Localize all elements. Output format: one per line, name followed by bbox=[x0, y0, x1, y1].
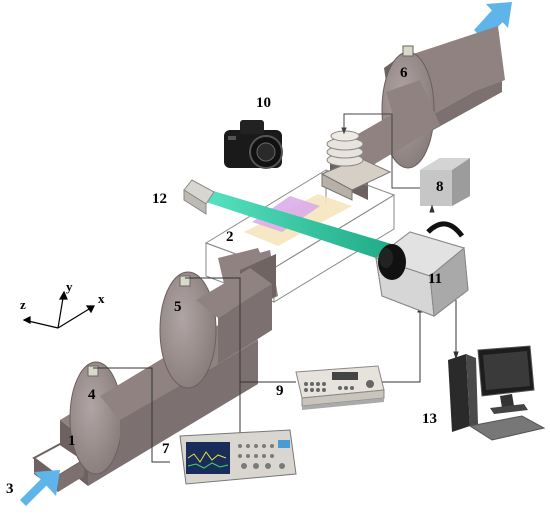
flow-inlet-arrow-icon bbox=[20, 470, 60, 506]
sensor-4-icon bbox=[87, 365, 99, 377]
label-9: 9 bbox=[276, 383, 284, 399]
coordinate-axes bbox=[22, 290, 95, 329]
label-12: 12 bbox=[152, 191, 167, 207]
control-unit-box bbox=[420, 158, 470, 206]
axis-label-z: z bbox=[20, 297, 26, 312]
label-1: 1 bbox=[68, 433, 76, 449]
label-5: 5 bbox=[174, 299, 182, 315]
label-10: 10 bbox=[256, 95, 271, 111]
signal-generator-icon bbox=[295, 365, 385, 410]
axis-label-x: x bbox=[98, 291, 105, 306]
flange-4 bbox=[69, 361, 123, 475]
desktop-computer-icon bbox=[448, 345, 546, 441]
control-wiring bbox=[341, 113, 420, 189]
duct-inner-side bbox=[218, 284, 272, 364]
high-speed-camera-icon bbox=[374, 221, 469, 317]
label-3: 3 bbox=[6, 481, 14, 497]
duct-mid-side bbox=[120, 380, 190, 460]
heat-sink-icon bbox=[320, 130, 392, 201]
label-7: 7 bbox=[162, 441, 170, 457]
label-4: 4 bbox=[88, 387, 96, 403]
label-11: 11 bbox=[428, 271, 443, 287]
duct-mid-top bbox=[100, 356, 190, 420]
label-6: 6 bbox=[400, 65, 408, 81]
sensor-6-icon bbox=[402, 45, 414, 57]
oscilloscope-icon bbox=[179, 429, 297, 485]
label-8: 8 bbox=[436, 179, 444, 195]
axis-label-y: y bbox=[66, 279, 73, 294]
laser-icon bbox=[183, 179, 215, 215]
label-13: 13 bbox=[422, 411, 437, 427]
label-2: 2 bbox=[226, 229, 234, 245]
duct-inner-top bbox=[196, 268, 272, 318]
camera-icon bbox=[224, 120, 283, 169]
flange-5 bbox=[159, 271, 217, 389]
duct-inlet-bottom bbox=[58, 460, 84, 492]
sensor-5-icon bbox=[179, 275, 191, 287]
